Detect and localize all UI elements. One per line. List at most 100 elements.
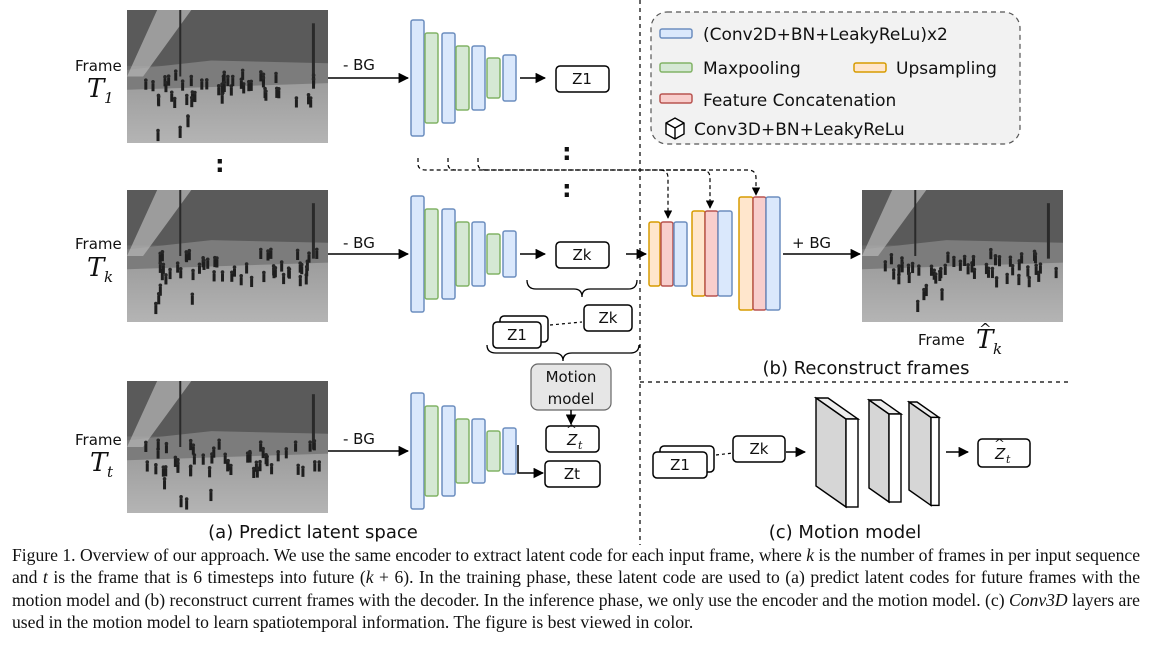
legend-pool-swatch [659, 62, 693, 73]
svg-text:Z: Z [994, 445, 1006, 463]
legend-box: (Conv2D+BN+LeakyReLu)x2 Maxpooling Upsam… [650, 11, 1021, 145]
latent-sequence-stack: Zk Z1 [492, 304, 633, 349]
encoder-layer-conv-2 [441, 208, 456, 300]
enct-to-zt-arrow [517, 445, 545, 479]
motion-detail-zhat-box: Z t ^ [977, 437, 1031, 468]
legend-cat-label: Feature Concatenation [703, 91, 896, 111]
conv3d-block-1 [813, 396, 861, 509]
encoder-layer-pool-1 [424, 32, 439, 124]
approach-diagram: Frame T 1 Frame T k Frame T t Frame T k … [75, 0, 1072, 545]
encoder-layer-pool-5 [486, 430, 501, 472]
encoder-layer-conv-4 [471, 221, 486, 287]
latent-zt-box: Zt [544, 460, 601, 488]
legend-conv-label: (Conv2D+BN+LeakyReLu)x2 [703, 25, 948, 45]
encoder-tk [410, 195, 517, 313]
decoder-layer-cat-7 [752, 196, 767, 311]
encoder-layer-pool-3 [455, 45, 470, 111]
encoder-layer-conv-0 [410, 195, 425, 313]
legend-pool-label: Maxpooling [703, 59, 801, 79]
legend-conv3d-label: Conv3D+BN+LeakyReLu [694, 120, 905, 140]
motion-detail-latents: Z1 Zk [652, 435, 786, 479]
svg-text:^: ^ [994, 437, 1005, 452]
recon-frame-word: Frame [918, 331, 965, 349]
cube-icon [665, 117, 685, 140]
legend-up-swatch [853, 62, 887, 73]
svg-text:Zk: Zk [573, 246, 592, 264]
encoder-t1 [410, 19, 517, 137]
svg-text:model: model [548, 390, 595, 408]
conv3d-blocks [813, 396, 942, 509]
latent-z1-box: Z1 [555, 65, 610, 93]
frame-t1-symbol: T [87, 74, 106, 104]
encoder-layer-conv-0 [410, 392, 425, 510]
plus-bg-label: + BG [792, 234, 831, 252]
frame-tt-subscript: t [107, 463, 114, 481]
frame-tk-subscript: k [104, 268, 113, 286]
svg-text:Z1: Z1 [507, 326, 527, 344]
decoder [648, 196, 781, 311]
motion-model-box: Motion model [530, 363, 612, 411]
recon-frame-subscript: k [993, 340, 1002, 358]
latent-vdots-2: : [562, 175, 572, 203]
svg-text:Motion: Motion [546, 368, 597, 386]
decoder-layer-up-3 [691, 210, 706, 297]
encoder-layer-conv-4 [471, 45, 486, 111]
encoder-layer-pool-3 [455, 221, 470, 287]
frame-t1-subscript: 1 [104, 89, 114, 107]
decoder-layer-cat-1 [660, 221, 674, 287]
svg-text:t: t [578, 439, 583, 452]
legend-cat-swatch [659, 93, 693, 104]
svg-text:t: t [1006, 453, 1011, 466]
recon-frame-hat: ^ [979, 320, 992, 338]
reconstructed-frame-image [862, 190, 1063, 322]
encoder-layer-conv-2 [441, 32, 456, 124]
conv3d-block-3 [906, 400, 942, 507]
latent-zk-box: Zk [555, 241, 610, 269]
decoder-layer-up-0 [648, 221, 661, 287]
encoder-layer-pool-1 [424, 405, 439, 497]
decoder-layer-conv-5 [717, 210, 733, 297]
frame-tk-image [127, 190, 328, 322]
encoder-layer-conv-6 [502, 427, 517, 475]
svg-text:Zt: Zt [564, 465, 580, 483]
frame-tt-word: Frame [75, 431, 122, 449]
sequence-brace [486, 344, 640, 362]
figure-caption: Figure 1. Overview of our approach. We u… [12, 545, 1141, 633]
decoder-layer-conv-2 [673, 221, 688, 287]
minus-bg-label-t1: - BG [343, 56, 375, 74]
encoder-layer-conv-4 [471, 418, 486, 484]
legend-conv-swatch [659, 28, 693, 39]
latent-vdots-1: : [562, 138, 572, 166]
minus-bg-label-tk: - BG [343, 234, 375, 252]
svg-text:Z: Z [566, 431, 578, 449]
recon-frame-symbol: T [976, 325, 995, 355]
frame-tt-image [127, 381, 328, 513]
frame-t1-word: Frame [75, 57, 122, 75]
svg-text:Zk: Zk [750, 440, 769, 458]
svg-text:Z1: Z1 [572, 70, 592, 88]
skip-connections [417, 158, 761, 219]
svg-text:Zk: Zk [599, 309, 618, 327]
frame-tk-symbol: T [87, 253, 106, 283]
predicted-zhat-box: Z t ^ [545, 423, 600, 453]
frame-tk-word: Frame [75, 235, 122, 253]
encoder-layer-conv-2 [441, 405, 456, 497]
encoder-layer-pool-5 [486, 233, 501, 275]
svg-text:Z1: Z1 [670, 456, 690, 474]
encoder-layer-conv-6 [502, 230, 517, 278]
encoder-tt [410, 392, 517, 510]
encoder-layer-pool-5 [486, 57, 501, 99]
section-a-caption: (a) Predict latent space [208, 522, 418, 543]
frame-t1-image [127, 10, 328, 143]
encoder-layer-conv-6 [502, 54, 517, 102]
section-b-caption: (b) Reconstruct frames [763, 358, 970, 379]
conv3d-block-2 [866, 398, 904, 504]
minus-bg-label-tt: - BG [343, 430, 375, 448]
frame-tt-symbol: T [90, 448, 109, 478]
section-c-caption: (c) Motion model [769, 522, 921, 543]
svg-text:^: ^ [566, 423, 577, 438]
frames-vdots: : [215, 150, 225, 178]
decoder-layer-cat-4 [704, 210, 719, 297]
decoder-layer-conv-8 [765, 196, 781, 311]
decoder-layer-up-6 [738, 196, 754, 311]
